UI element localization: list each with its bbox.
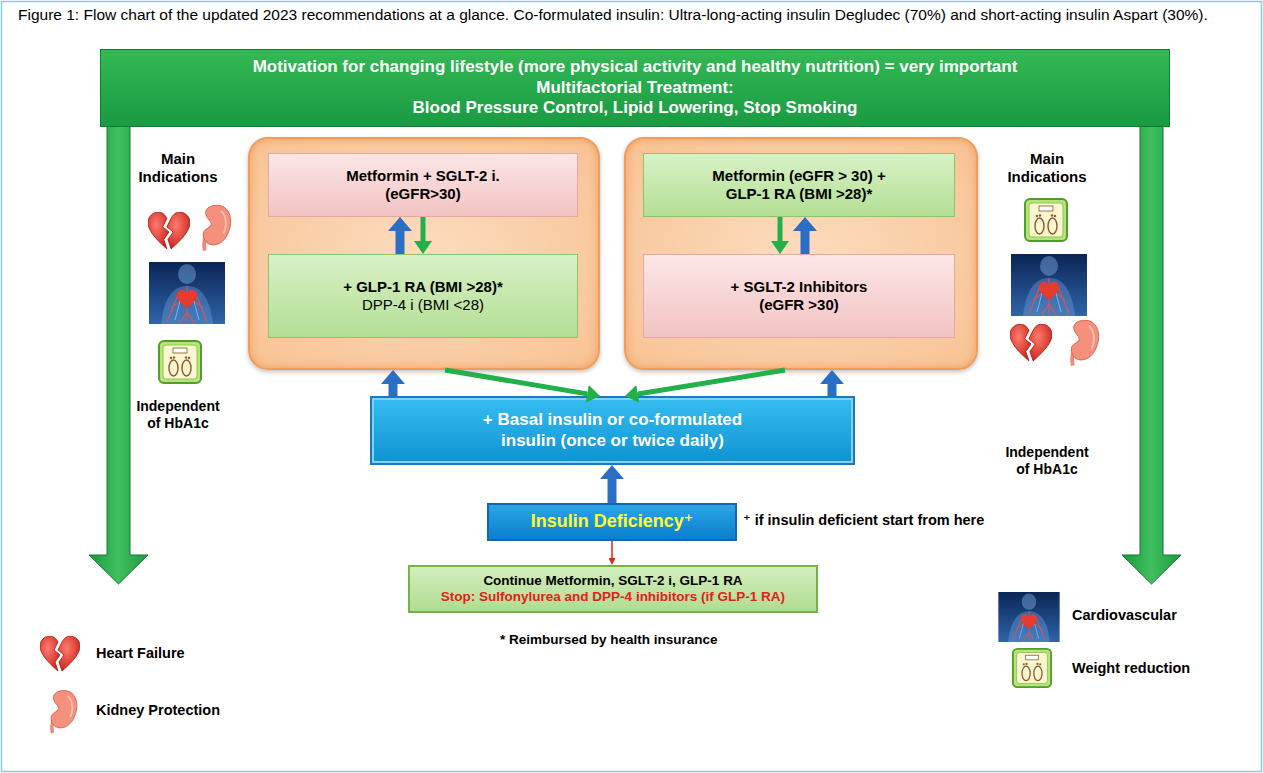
node-text: + SGLT-2 Inhibitors (eGFR >30) [714, 278, 884, 315]
legend-item: Kidney Protection [96, 702, 220, 720]
kidney-icon [1071, 320, 1098, 365]
node-text: Metformin + SGLT-2 i. (eGFR>30) [323, 167, 523, 204]
flow-arrow [611, 541, 613, 558]
weight-scale-icon [159, 341, 201, 383]
legend-item: Heart Failure [96, 645, 185, 663]
legend-scale-icon [1013, 649, 1051, 687]
legend-label: Heart Failure [96, 645, 185, 663]
weight-scale-icon [1025, 199, 1067, 241]
annotation-label: ⁺ if insulin deficient start from here [743, 512, 1073, 530]
flow-arrow-right [1122, 118, 1181, 584]
node-text: Multifactorial Treatment: [536, 78, 733, 99]
annotation-label: Main Indications [997, 150, 1097, 187]
figure-caption: Figure 1: Flow chart of the updated 2023… [18, 6, 1223, 25]
flow-arrow [828, 384, 837, 396]
legend-item: Cardiovascular [1072, 607, 1177, 625]
legend-item: Weight reduction [1072, 660, 1190, 678]
node-text: Continue Metformin, SGLT-2 i, GLP-1 RA [483, 573, 742, 589]
therapy-box: Metformin (eGFR > 30) + GLP-1 RA (BMI >2… [643, 153, 955, 217]
therapy-group: Metformin (eGFR > 30) + GLP-1 RA (BMI >2… [624, 137, 978, 370]
node-text: Insulin Deficiency⁺ [531, 511, 694, 533]
annotation-label: Main Indications [128, 150, 228, 187]
annotation-label: Independent of HbA1c [128, 398, 228, 432]
cardiovascular-icon [1011, 254, 1087, 316]
annotation-label: Independent of HbA1c [997, 444, 1097, 478]
start-box: Insulin Deficiency⁺ [487, 503, 737, 541]
node-text: Stop: Sulfonylurea and DPP-4 inhibitors … [441, 589, 785, 605]
legend-cardiovascular-icon [998, 592, 1059, 642]
node-text: Motivation for changing lifestyle (more … [253, 57, 1018, 78]
node-text: + Basal insulin or co-formulated insulin… [393, 410, 833, 451]
cardiovascular-icon [149, 262, 225, 324]
legend-label: Kidney Protection [96, 702, 220, 720]
lifestyle-band: Motivation for changing lifestyle (more … [100, 49, 1170, 127]
therapy-group: Metformin + SGLT-2 i. (eGFR>30) + GLP-1 R… [248, 137, 600, 370]
legend-kidney-icon [51, 691, 77, 734]
outcome-box: Continue Metformin, SGLT-2 i, GLP-1 RASt… [408, 565, 818, 613]
flow-arrow [638, 370, 785, 394]
kidney-icon [203, 205, 230, 250]
legend-heart-icon [40, 636, 80, 671]
flow-arrow [445, 370, 587, 394]
flow-arrow [608, 479, 617, 503]
annotation-label: * Reimbursed by health insurance [500, 632, 820, 648]
insulin-box: + Basal insulin or co-formulated insulin… [370, 396, 855, 465]
therapy-box: + GLP-1 RA (BMI >28)*DPP-4 i (BMI <28) [268, 254, 578, 338]
node-text: DPP-4 i (BMI <28) [362, 296, 484, 314]
heart-failure-icon [148, 212, 190, 249]
node-text: Metformin (eGFR > 30) + GLP-1 RA (BMI >2… [699, 167, 899, 204]
node-text: + GLP-1 RA (BMI >28)* [343, 278, 502, 296]
flow-arrow [389, 384, 398, 396]
flow-arrow-left [89, 118, 148, 584]
node-text: Blood Pressure Control, Lipid Lowering, … [413, 98, 858, 119]
legend-label: Weight reduction [1072, 660, 1190, 678]
therapy-box: Metformin + SGLT-2 i. (eGFR>30) [268, 153, 578, 217]
heart-failure-icon [1010, 324, 1052, 361]
therapy-box: + SGLT-2 Inhibitors (eGFR >30) [643, 254, 955, 338]
legend-label: Cardiovascular [1072, 607, 1177, 625]
